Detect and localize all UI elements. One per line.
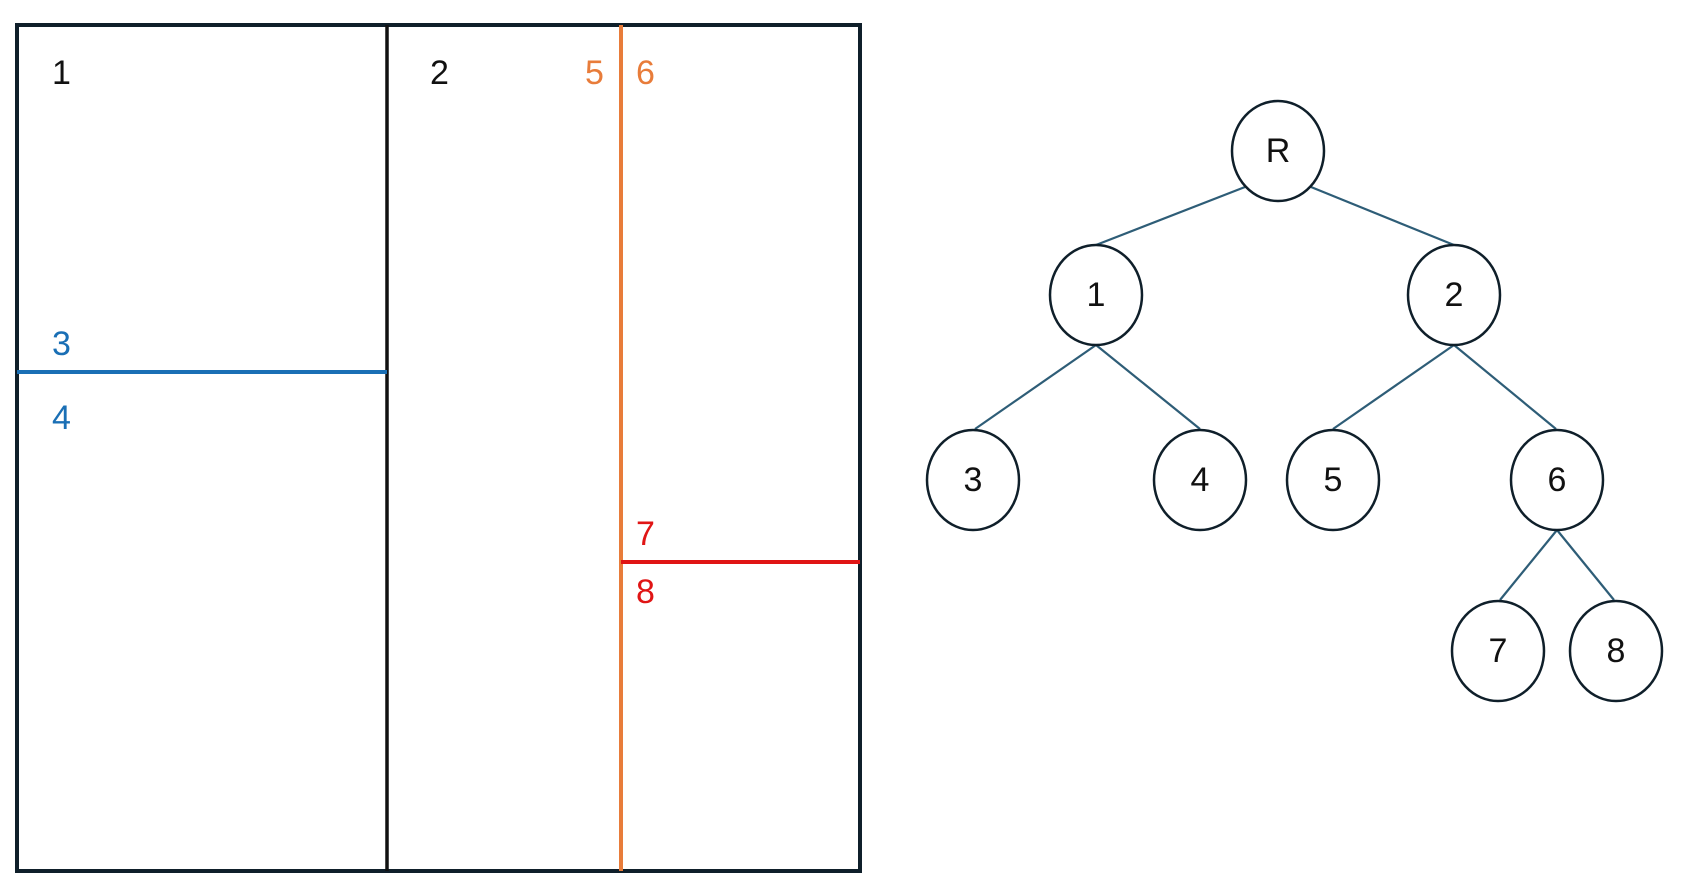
region-label-3: 3 (52, 325, 71, 363)
tree-node-7: 7 (1450, 599, 1546, 703)
tree-node-root: R (1230, 99, 1326, 203)
region-label-2: 2 (430, 54, 449, 92)
partition-panel: 1 2 3 4 5 6 7 8 (15, 23, 862, 873)
tree-node-1: 1 (1048, 243, 1144, 347)
edge-1-3 (974, 344, 1097, 430)
tree-node-label: 4 (1191, 461, 1210, 499)
tree-node-8: 8 (1568, 599, 1664, 703)
edge-6-8 (1556, 529, 1615, 601)
region-label-8: 8 (636, 573, 655, 611)
tree-node-4: 4 (1152, 428, 1248, 532)
tree-node-label: 8 (1607, 632, 1626, 670)
tree-node-label: 2 (1445, 276, 1464, 314)
region-label-4: 4 (52, 399, 71, 437)
tree-node-label: 7 (1489, 632, 1508, 670)
tree-node-3: 3 (925, 428, 1021, 532)
tree-node-label: 1 (1087, 276, 1106, 314)
edge-root-2 (1310, 185, 1455, 247)
tree-node-label: 5 (1324, 461, 1343, 499)
region-label-6: 6 (636, 54, 655, 92)
edge-root-1 (1095, 185, 1246, 247)
tree-node-label: 3 (964, 461, 983, 499)
region-label-5: 5 (585, 54, 604, 92)
region-label-1: 1 (52, 54, 71, 92)
tree-node-label: 6 (1548, 461, 1567, 499)
tree-panel: R 1 2 3 4 5 6 7 (925, 99, 1664, 703)
tree-node-label: R (1266, 132, 1291, 170)
edge-2-5 (1332, 344, 1455, 430)
tree-node-5: 5 (1285, 428, 1381, 532)
edge-1-4 (1095, 344, 1201, 430)
region-label-7: 7 (636, 515, 655, 553)
outer-frame (15, 23, 862, 873)
edge-2-6 (1453, 344, 1557, 430)
tree-node-2: 2 (1406, 243, 1502, 347)
edge-6-7 (1499, 529, 1558, 601)
tree-node-6: 6 (1509, 428, 1605, 532)
